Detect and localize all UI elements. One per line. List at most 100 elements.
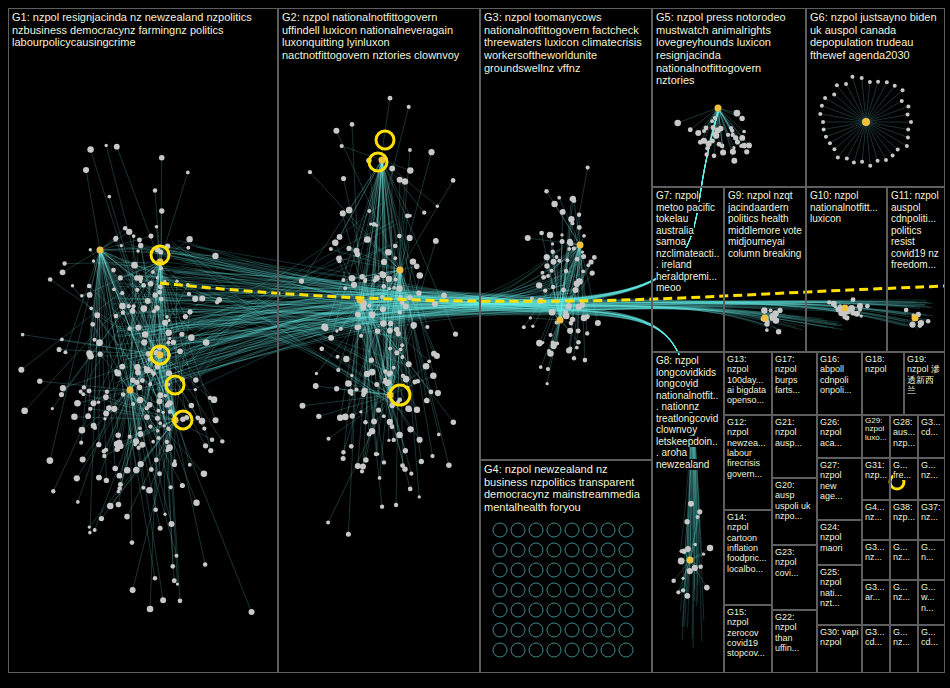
vertex-dot xyxy=(140,378,145,383)
group-label-box: G22: nzpol than uffin... xyxy=(775,612,814,653)
group-panel: G... nz... xyxy=(890,580,918,625)
vertex-dot xyxy=(87,284,92,289)
self-loop xyxy=(619,523,633,537)
bundle-edge xyxy=(161,300,927,378)
bundle-edge xyxy=(116,112,718,298)
bundle-edge xyxy=(173,253,568,299)
vertex-dot xyxy=(403,448,408,453)
vertex-dot xyxy=(142,331,149,338)
bundle-edge xyxy=(155,270,407,414)
vertex-dot xyxy=(568,346,572,350)
vertex-dot xyxy=(547,349,551,353)
vertex-dot xyxy=(540,271,544,275)
vertex-dot xyxy=(158,421,162,425)
vertex-dot xyxy=(710,119,714,123)
self-loop xyxy=(601,623,615,637)
group-panel: G4: nzpol newzealand nz business nzpolit… xyxy=(480,460,652,673)
vertex-dot xyxy=(375,224,378,227)
network-edge xyxy=(100,250,198,418)
group-label: G... fre... xyxy=(893,460,911,480)
vertex-dot xyxy=(21,407,28,414)
bundle-edge xyxy=(115,310,693,552)
vertex-dot xyxy=(203,339,210,346)
vertex-dot xyxy=(151,440,155,444)
vertex-dot xyxy=(145,298,151,304)
vertex-dot xyxy=(333,128,339,134)
vertex-dot xyxy=(76,500,80,504)
vertex-dot xyxy=(359,410,362,413)
vertex-dot xyxy=(208,448,213,453)
vertex-dot xyxy=(544,263,549,268)
vertex-dot xyxy=(159,208,164,213)
vertex-dot xyxy=(79,427,86,434)
vertex-dot xyxy=(114,144,120,150)
vertex-dot xyxy=(138,243,143,248)
vertex-dot xyxy=(157,392,163,398)
network-edge xyxy=(852,77,866,122)
vertex-dot xyxy=(402,178,408,184)
self-loop xyxy=(565,603,579,617)
vertex-dot xyxy=(739,144,743,148)
vertex-dot xyxy=(576,278,583,285)
group-label-box: G15: nzpol zerocov covid19 stopcov... xyxy=(727,607,769,659)
vertex-dot xyxy=(407,105,411,109)
bundle-edge xyxy=(151,274,574,345)
vertex-dot xyxy=(427,359,431,363)
group-label: G8: nzpol longcovidkids longcovid nation… xyxy=(656,355,718,470)
vertex-dot xyxy=(159,155,165,161)
vertex-dot xyxy=(74,475,80,481)
vertex-dot xyxy=(387,328,393,334)
vertex-dot xyxy=(768,309,772,313)
vertex-dot xyxy=(822,128,826,132)
vertex-dot xyxy=(327,437,331,441)
vertex-dot xyxy=(693,543,697,547)
vertex-dot xyxy=(678,558,685,565)
vertex-dot xyxy=(544,189,549,194)
vertex-dot xyxy=(156,409,160,413)
vertex-dot xyxy=(112,287,116,291)
vertex-dot xyxy=(367,209,371,213)
vertex-dot xyxy=(827,300,831,304)
group-label-box: G23: nzpol covi... xyxy=(775,547,814,578)
vertex-dot xyxy=(166,341,170,345)
vertex-dot xyxy=(153,507,158,512)
vertex-dot xyxy=(135,440,139,444)
vertex-dot xyxy=(326,521,330,525)
group-label-box: G9: nzpol nzqt jacindaardern politics he… xyxy=(728,190,802,259)
vertex-dot xyxy=(862,118,870,126)
group-label: G... cd... xyxy=(921,627,938,647)
vertex-dot xyxy=(876,159,880,163)
group-label: G... w... n... xyxy=(921,582,936,613)
vertex-dot xyxy=(918,323,923,328)
vertex-dot xyxy=(820,104,824,108)
group-label: G28: aus... nzp... xyxy=(893,417,915,448)
bundle-edge xyxy=(143,112,718,300)
vertex-dot xyxy=(121,392,125,396)
group-panel: G3: nzpol toomanycows nationalnotfittogo… xyxy=(480,8,652,460)
vertex-dot xyxy=(59,392,64,397)
network-edge xyxy=(367,160,382,374)
highlight-loop xyxy=(174,411,192,429)
vertex-dot xyxy=(576,340,581,345)
vertex-dot xyxy=(529,316,532,319)
vertex-dot xyxy=(868,80,872,84)
vertex-dot xyxy=(381,284,386,289)
self-loop xyxy=(583,643,597,657)
vertex-dot xyxy=(116,502,122,508)
vertex-dot xyxy=(350,374,353,377)
network-edge xyxy=(551,245,580,335)
vertex-dot xyxy=(192,296,198,302)
network-edge xyxy=(130,390,176,556)
group-panel: G... n... xyxy=(918,540,945,580)
network-edge xyxy=(118,390,130,435)
vertex-dot xyxy=(845,157,849,161)
group-label: G15: nzpol zerocov covid19 stopcov... xyxy=(727,607,765,658)
group-label-box: G19: nzpol 滲透新西兰 xyxy=(907,354,942,395)
vertex-dot xyxy=(374,275,380,281)
group-label-box: G1: nzpol resignjacinda nz newzealand nz… xyxy=(12,11,274,49)
vertex-dot xyxy=(698,564,703,569)
group-label: G5: nzpol press notorodeo mustwatch anim… xyxy=(656,11,786,86)
vertex-dot xyxy=(127,326,131,330)
group-label-box: G... fre... xyxy=(893,460,915,481)
